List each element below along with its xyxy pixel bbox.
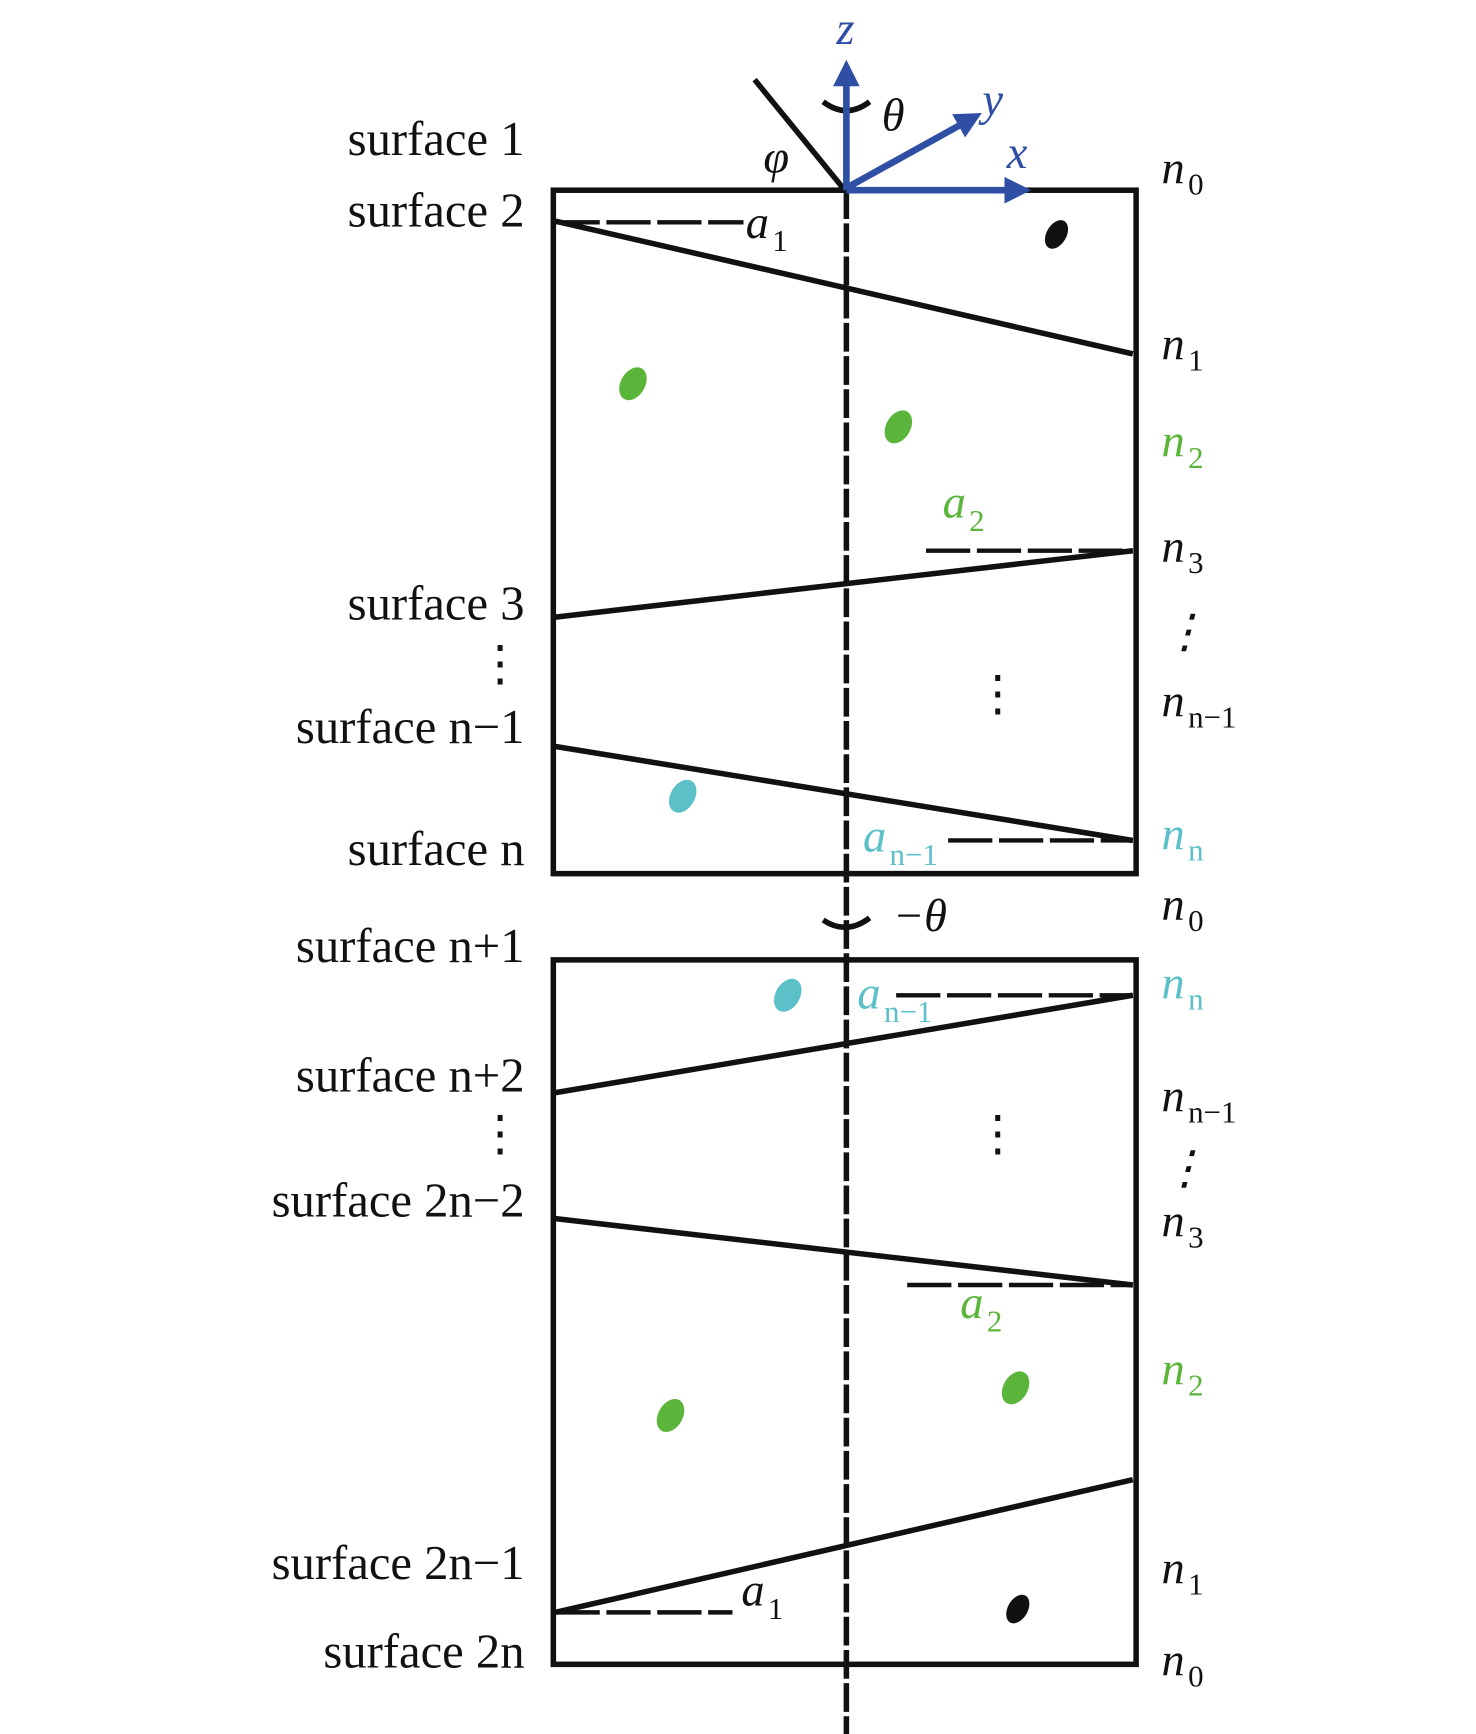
refractive-index-subscript: n−1 — [1188, 700, 1236, 735]
angle-label: a — [943, 478, 966, 529]
refractive-index-label: n — [1162, 522, 1185, 573]
refractive-index-subscript: 2 — [1188, 1368, 1203, 1403]
refractive-index-label: n — [1162, 1635, 1185, 1686]
surface-label: surface 1 — [348, 112, 525, 166]
surface-label: surface n−1 — [296, 700, 525, 754]
refractive-index-label: n — [1162, 809, 1185, 860]
angle-label: a — [960, 1278, 983, 1329]
refractive-index-subscript: 0 — [1188, 903, 1203, 938]
interface-line — [555, 547, 1134, 620]
refractive-index-label: n — [1162, 677, 1185, 728]
interface-line — [555, 992, 1134, 1096]
interface-line — [554, 218, 1134, 357]
angle-label: a — [746, 198, 769, 249]
refractive-index-label: n — [1162, 1196, 1185, 1247]
refractive-index-label: n — [1162, 880, 1185, 931]
incident-ray — [752, 77, 846, 190]
surface-label: surface 2 — [348, 184, 525, 238]
surface-label: ⋮ — [476, 637, 525, 691]
x-axis-label: x — [1006, 128, 1028, 179]
angle-subscript: 1 — [768, 1591, 783, 1626]
refractive-index-subscript: 1 — [1188, 1567, 1203, 1602]
refractive-index-label: n — [1162, 144, 1185, 195]
z-axis-label: z — [835, 4, 854, 55]
interface-line — [554, 1476, 1134, 1616]
surface-label: surface n+1 — [296, 919, 525, 973]
refractive-index-label: n — [1162, 1345, 1185, 1396]
refractive-index-subscript: n — [1188, 832, 1204, 867]
surface-label: surface n+2 — [296, 1048, 525, 1102]
refractive-index-subscript: 2 — [1188, 440, 1203, 475]
surface-label: surface 2n−2 — [272, 1173, 525, 1227]
inner-dots: ⋮ — [974, 667, 1023, 721]
neg-theta-label: −θ — [893, 891, 947, 942]
angle-subscript: n−1 — [884, 994, 932, 1029]
surface-label: surface 2n−1 — [272, 1536, 525, 1590]
surface-label: ⋮ — [476, 1107, 525, 1161]
refractive-index-label: n — [1162, 319, 1185, 370]
interface-line — [555, 1215, 1134, 1288]
refractive-index-label: ⋮ — [1162, 1143, 1208, 1194]
angle-label: a — [863, 812, 886, 863]
angle-label: a — [857, 969, 880, 1020]
refractive-index-label: n — [1162, 1071, 1185, 1122]
refractive-index-subscript: n−1 — [1188, 1094, 1236, 1129]
y-axis-label: y — [978, 75, 1003, 126]
refractive-index-subscript: n — [1188, 982, 1204, 1017]
refractive-index-subscript: 0 — [1188, 167, 1203, 202]
refractive-index-subscript: 1 — [1188, 342, 1203, 377]
refractive-index-label: n — [1162, 417, 1185, 468]
angle-label: a — [741, 1566, 764, 1617]
refractive-index-subscript: 3 — [1188, 545, 1203, 580]
inner-dots: ⋮ — [974, 1107, 1023, 1161]
refractive-index-label: ⋮ — [1162, 607, 1208, 658]
angle-subscript: 2 — [969, 503, 984, 538]
refractive-index-subscript: 0 — [1188, 1658, 1203, 1693]
rotation-arrow-neg-theta — [821, 915, 872, 931]
theta-label: θ — [882, 90, 905, 141]
refractive-index-label: n — [1162, 1544, 1185, 1595]
angle-subscript: 1 — [772, 223, 787, 258]
refractive-index-subscript: 3 — [1188, 1219, 1203, 1254]
refractive-index-label: n — [1162, 959, 1185, 1010]
angle-subscript: 2 — [987, 1303, 1002, 1338]
particles — [619, 220, 1069, 1624]
surface-label: surface 3 — [348, 576, 525, 630]
surface-label: surface 2n — [323, 1625, 524, 1679]
angle-subscript: n−1 — [890, 837, 938, 872]
interface-line — [555, 743, 1134, 844]
phi-label: φ — [763, 133, 789, 184]
surface-label: surface n — [348, 822, 525, 876]
y-axis-arrow — [844, 113, 982, 191]
